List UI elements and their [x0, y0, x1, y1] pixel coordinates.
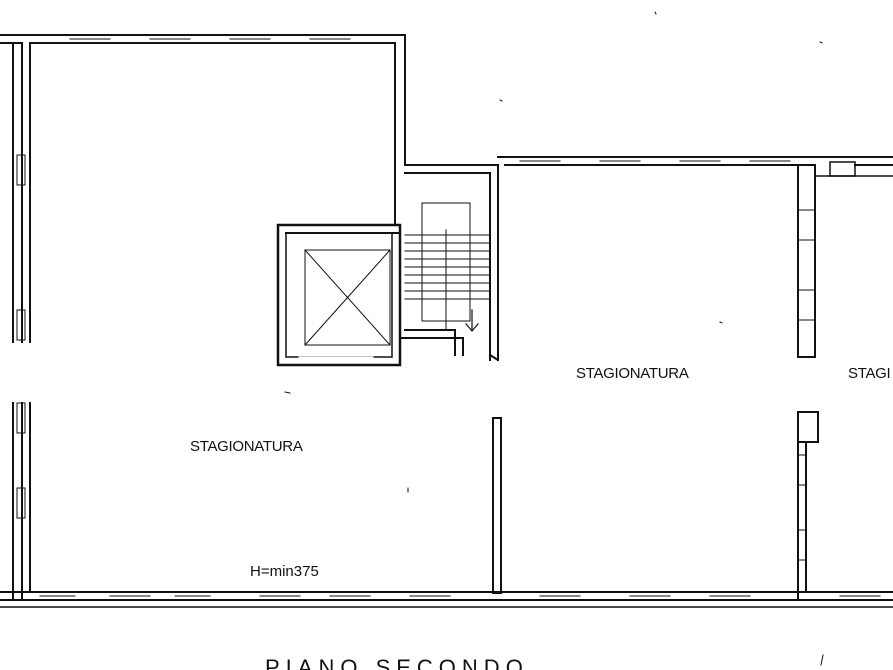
room-label-right: STAGI — [848, 365, 890, 382]
room-height-note: H=min375 — [250, 563, 319, 580]
room-label-center: STAGIONATURA — [576, 365, 689, 382]
drafting-specks — [284, 11, 824, 666]
stairwell — [399, 164, 500, 362]
wall-top-left-block — [0, 34, 406, 44]
plan-title: PIANO SECONDO — [265, 655, 529, 670]
wall-partition-right — [797, 164, 819, 601]
room-label-left: STAGIONATURA — [190, 438, 303, 455]
wall-partition-middle — [492, 417, 502, 594]
wall-top-right — [497, 156, 893, 177]
wall-bottom-exterior — [0, 591, 893, 608]
arrow-down-icon — [465, 309, 479, 332]
wall-core-vertical — [277, 34, 406, 234]
elevator-shaft — [276, 223, 402, 367]
wall-left-exterior — [12, 42, 31, 601]
